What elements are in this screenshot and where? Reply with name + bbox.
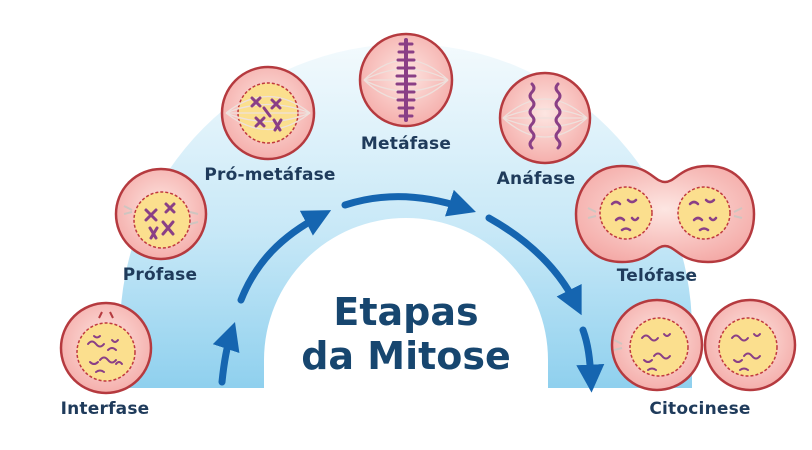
diagram-title: Etapas da Mitose	[301, 290, 511, 378]
label-anafase: Anáfase	[496, 169, 576, 189]
arrow-metafase-anafase	[485, 214, 582, 316]
cell-profase-icon	[114, 167, 208, 261]
cell-metafase-icon	[358, 32, 454, 128]
cell-anafase-icon	[498, 71, 592, 165]
flow-arrows	[212, 189, 605, 393]
arrow-anafase-telofase	[576, 326, 605, 393]
cell-citocinese-icon	[610, 298, 797, 392]
title-line-1: Etapas	[333, 290, 479, 334]
cell-interfase-icon	[59, 301, 153, 395]
label-citocinese: Citocinese	[649, 399, 751, 419]
label-telofase: Telófase	[616, 266, 698, 286]
label-metafase: Metáfase	[360, 134, 452, 154]
label-interfase: Interfase	[60, 399, 150, 419]
cell-telofase-icon	[574, 164, 756, 264]
arrow-prometafase-metafase	[341, 189, 476, 217]
title-line-2: da Mitose	[301, 334, 511, 378]
arrow-profase-prometafase	[237, 210, 332, 304]
label-prometafase: Pró-metáfase	[204, 165, 336, 185]
cell-prometafase-icon	[220, 65, 316, 161]
label-profase: Prófase	[122, 265, 198, 285]
arrow-interfase-profase	[212, 322, 240, 386]
